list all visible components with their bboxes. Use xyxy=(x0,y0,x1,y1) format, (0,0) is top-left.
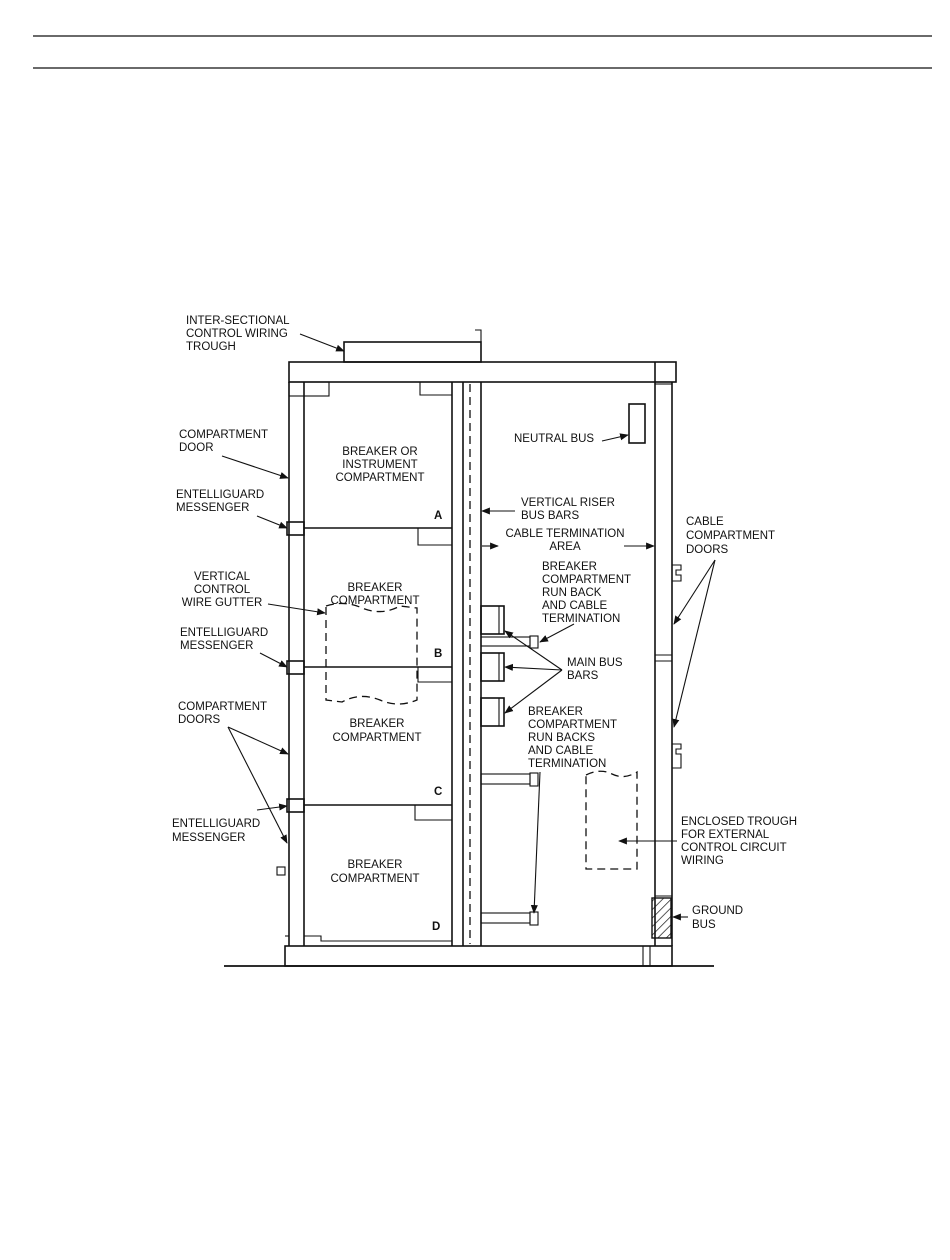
svg-text:AREA: AREA xyxy=(549,541,581,553)
svg-text:COMPARTMENT: COMPARTMENT xyxy=(335,472,424,484)
svg-text:COMPARTMENT: COMPARTMENT xyxy=(542,574,631,586)
svg-text:WIRE GUTTER: WIRE GUTTER xyxy=(182,597,263,609)
svg-text:TERMINATION: TERMINATION xyxy=(528,758,606,770)
svg-text:BREAKER: BREAKER xyxy=(348,859,403,871)
letter-c: C xyxy=(434,786,442,798)
svg-text:AND CABLE: AND CABLE xyxy=(542,600,608,612)
label-ground-bus: GROUND BUS xyxy=(692,905,743,931)
label-main-bus: MAIN BUS BARS xyxy=(567,657,623,682)
label-messenger-2: ENTELLIGUARD MESSENGER xyxy=(180,627,268,652)
svg-text:VERTICAL: VERTICAL xyxy=(194,571,251,583)
label-compartment-b: BREAKER COMPARTMENT xyxy=(330,582,419,607)
svg-text:COMPARTMENT: COMPARTMENT xyxy=(330,595,419,607)
svg-text:RUN BACKS: RUN BACKS xyxy=(528,732,595,744)
svg-text:COMPARTMENT: COMPARTMENT xyxy=(178,701,267,713)
svg-text:COMPARTMENT: COMPARTMENT xyxy=(330,873,419,885)
svg-text:MESSENGER: MESSENGER xyxy=(180,640,254,652)
letter-d: D xyxy=(432,921,440,933)
svg-text:CABLE TERMINATION: CABLE TERMINATION xyxy=(505,528,624,540)
svg-text:COMPARTMENT: COMPARTMENT xyxy=(686,530,775,542)
label-messenger-3: ENTELLIGUARD MESSENGER xyxy=(172,818,260,844)
svg-text:ENTELLIGUARD: ENTELLIGUARD xyxy=(180,627,268,639)
label-compartment-doors: COMPARTMENT DOORS xyxy=(178,701,267,726)
svg-text:ENTELLIGUARD: ENTELLIGUARD xyxy=(176,489,264,501)
label-trough: INTER-SECTIONAL CONTROL WIRING TROUGH xyxy=(186,315,290,353)
svg-text:CONTROL: CONTROL xyxy=(194,584,251,596)
label-runback-1: BREAKER COMPARTMENT RUN BACK AND CABLE T… xyxy=(542,561,631,625)
label-compartment-door: COMPARTMENT DOOR xyxy=(179,429,268,454)
svg-text:DOOR: DOOR xyxy=(179,442,214,454)
svg-text:AND CABLE: AND CABLE xyxy=(528,745,594,757)
label-compartment-d: BREAKER COMPARTMENT xyxy=(330,859,419,885)
label-compartment-a: BREAKER OR INSTRUMENT COMPARTMENT xyxy=(335,446,424,484)
svg-text:DOORS: DOORS xyxy=(686,544,729,556)
svg-text:FOR EXTERNAL: FOR EXTERNAL xyxy=(681,829,770,841)
svg-text:COMPARTMENT: COMPARTMENT xyxy=(179,429,268,441)
svg-text:BUS BARS: BUS BARS xyxy=(521,510,579,522)
letter-a: A xyxy=(434,510,442,522)
label-compartment-c: BREAKER COMPARTMENT xyxy=(332,718,421,744)
label-runback-2: BREAKER COMPARTMENT RUN BACKS AND CABLE … xyxy=(528,706,617,770)
svg-text:CONTROL WIRING: CONTROL WIRING xyxy=(186,328,288,340)
svg-text:INSTRUMENT: INSTRUMENT xyxy=(342,459,417,471)
svg-text:MESSENGER: MESSENGER xyxy=(176,502,250,514)
svg-text:WIRING: WIRING xyxy=(681,855,724,867)
svg-text:VERTICAL RISER: VERTICAL RISER xyxy=(521,497,615,509)
leader-lines xyxy=(221,333,716,921)
label-enclosed-trough: ENCLOSED TROUGH FOR EXTERNAL CONTROL CIR… xyxy=(681,816,797,867)
svg-text:ENTELLIGUARD: ENTELLIGUARD xyxy=(172,818,260,830)
structure xyxy=(224,329,714,967)
letter-b: B xyxy=(434,648,442,660)
svg-text:MAIN BUS: MAIN BUS xyxy=(567,657,623,669)
svg-text:BUS: BUS xyxy=(692,919,716,931)
svg-text:COMPARTMENT: COMPARTMENT xyxy=(528,719,617,731)
svg-text:BREAKER OR: BREAKER OR xyxy=(342,446,417,458)
svg-text:INTER-SECTIONAL: INTER-SECTIONAL xyxy=(186,315,290,327)
svg-text:BREAKER: BREAKER xyxy=(348,582,403,594)
label-neutral-bus: NEUTRAL BUS xyxy=(514,433,594,445)
svg-text:TERMINATION: TERMINATION xyxy=(542,613,620,625)
svg-text:CABLE: CABLE xyxy=(686,516,724,528)
svg-text:COMPARTMENT: COMPARTMENT xyxy=(332,732,421,744)
svg-text:BREAKER: BREAKER xyxy=(528,706,583,718)
svg-text:CONTROL CIRCUIT: CONTROL CIRCUIT xyxy=(681,842,787,854)
svg-text:RUN BACK: RUN BACK xyxy=(542,587,602,599)
svg-text:BARS: BARS xyxy=(567,670,599,682)
svg-text:MESSENGER: MESSENGER xyxy=(172,832,246,844)
svg-text:TROUGH: TROUGH xyxy=(186,341,236,353)
svg-text:DOORS: DOORS xyxy=(178,714,221,726)
label-wire-gutter: VERTICAL CONTROL WIRE GUTTER xyxy=(182,571,263,609)
svg-text:GROUND: GROUND xyxy=(692,905,743,917)
label-cable-doors: CABLE COMPARTMENT DOORS xyxy=(686,516,775,556)
label-cable-area: CABLE TERMINATION AREA xyxy=(505,528,624,553)
label-riser: VERTICAL RISER BUS BARS xyxy=(521,497,615,522)
svg-text:BREAKER: BREAKER xyxy=(350,718,405,730)
svg-text:BREAKER: BREAKER xyxy=(542,561,597,573)
svg-text:ENCLOSED TROUGH: ENCLOSED TROUGH xyxy=(681,816,797,828)
label-messenger-1: ENTELLIGUARD MESSENGER xyxy=(176,489,264,514)
